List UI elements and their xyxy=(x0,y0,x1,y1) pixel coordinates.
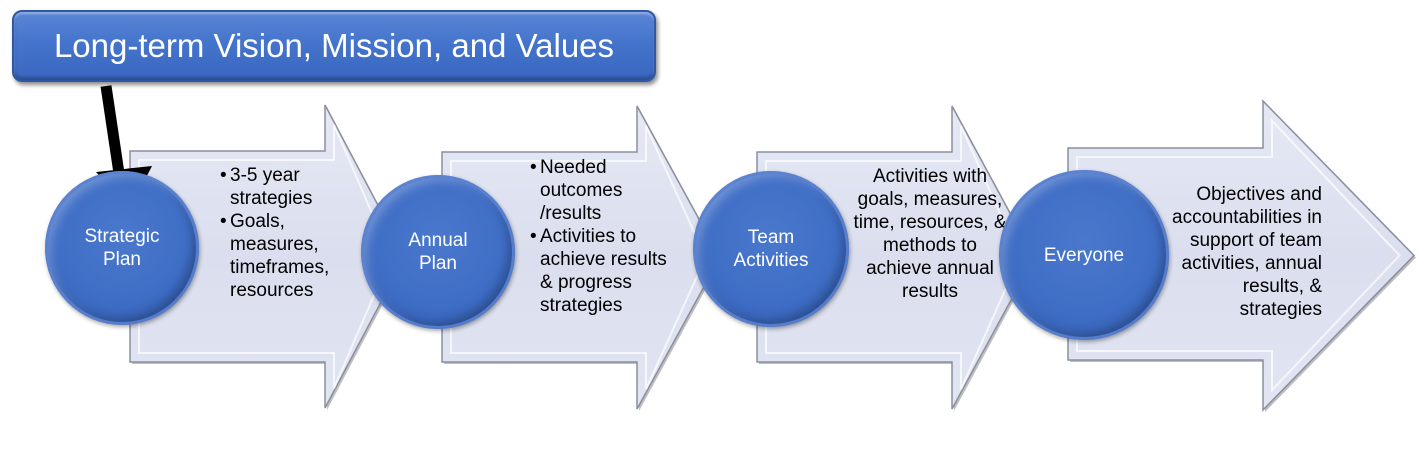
stage-circle-annual-plan: Annual Plan xyxy=(361,175,515,329)
arrow-bevel xyxy=(765,125,1021,390)
vision-title: Long-term Vision, Mission, and Values xyxy=(53,27,615,64)
stage-text-team-activities: Activities with goals, measures, time, r… xyxy=(850,165,1010,303)
vision-mission-values-box: Long-term Vision, Mission, and Values xyxy=(12,10,656,82)
bullet-item: Activities to achieve results & progress… xyxy=(530,225,670,317)
circle-label-line: Strategic xyxy=(84,226,160,247)
stage-text-strategic-plan: 3-5 year strategies Goals, measures, tim… xyxy=(220,164,350,302)
arrow-shape xyxy=(756,105,1035,410)
stage-circle-team-activities: Team Activities xyxy=(693,171,849,327)
stage-description: Objectives and accountabilities in suppo… xyxy=(1172,184,1322,320)
bullet-item: Goals, measures, timeframes, resources xyxy=(220,210,350,302)
circle-label-line: Everyone xyxy=(1043,244,1125,266)
circle-label-line: Team xyxy=(747,227,795,248)
stage-text-annual-plan: Needed outcomes /results Activities to a… xyxy=(530,156,670,317)
arrow-bevel xyxy=(1076,118,1401,393)
arrow-team-activities xyxy=(756,105,1036,411)
stage-circle-strategic-plan: Strategic Plan xyxy=(45,171,199,325)
circle-label-line: Plan xyxy=(102,249,141,270)
bullet-item: Needed outcomes /results xyxy=(530,156,670,225)
circle-label-line: Activities xyxy=(733,250,809,271)
stage-description: Activities with goals, measures, time, r… xyxy=(853,166,1007,302)
arrow-bevel xyxy=(138,124,392,389)
bullet-item: 3-5 year strategies xyxy=(220,164,350,210)
circle-label-line: Plan xyxy=(418,253,457,274)
circle-label-line: Annual xyxy=(408,230,468,251)
arrow-everyone xyxy=(1067,99,1416,412)
stage-circle-everyone: Everyone xyxy=(999,170,1169,340)
stage-text-everyone: Objectives and accountabilities in suppo… xyxy=(1160,183,1322,321)
